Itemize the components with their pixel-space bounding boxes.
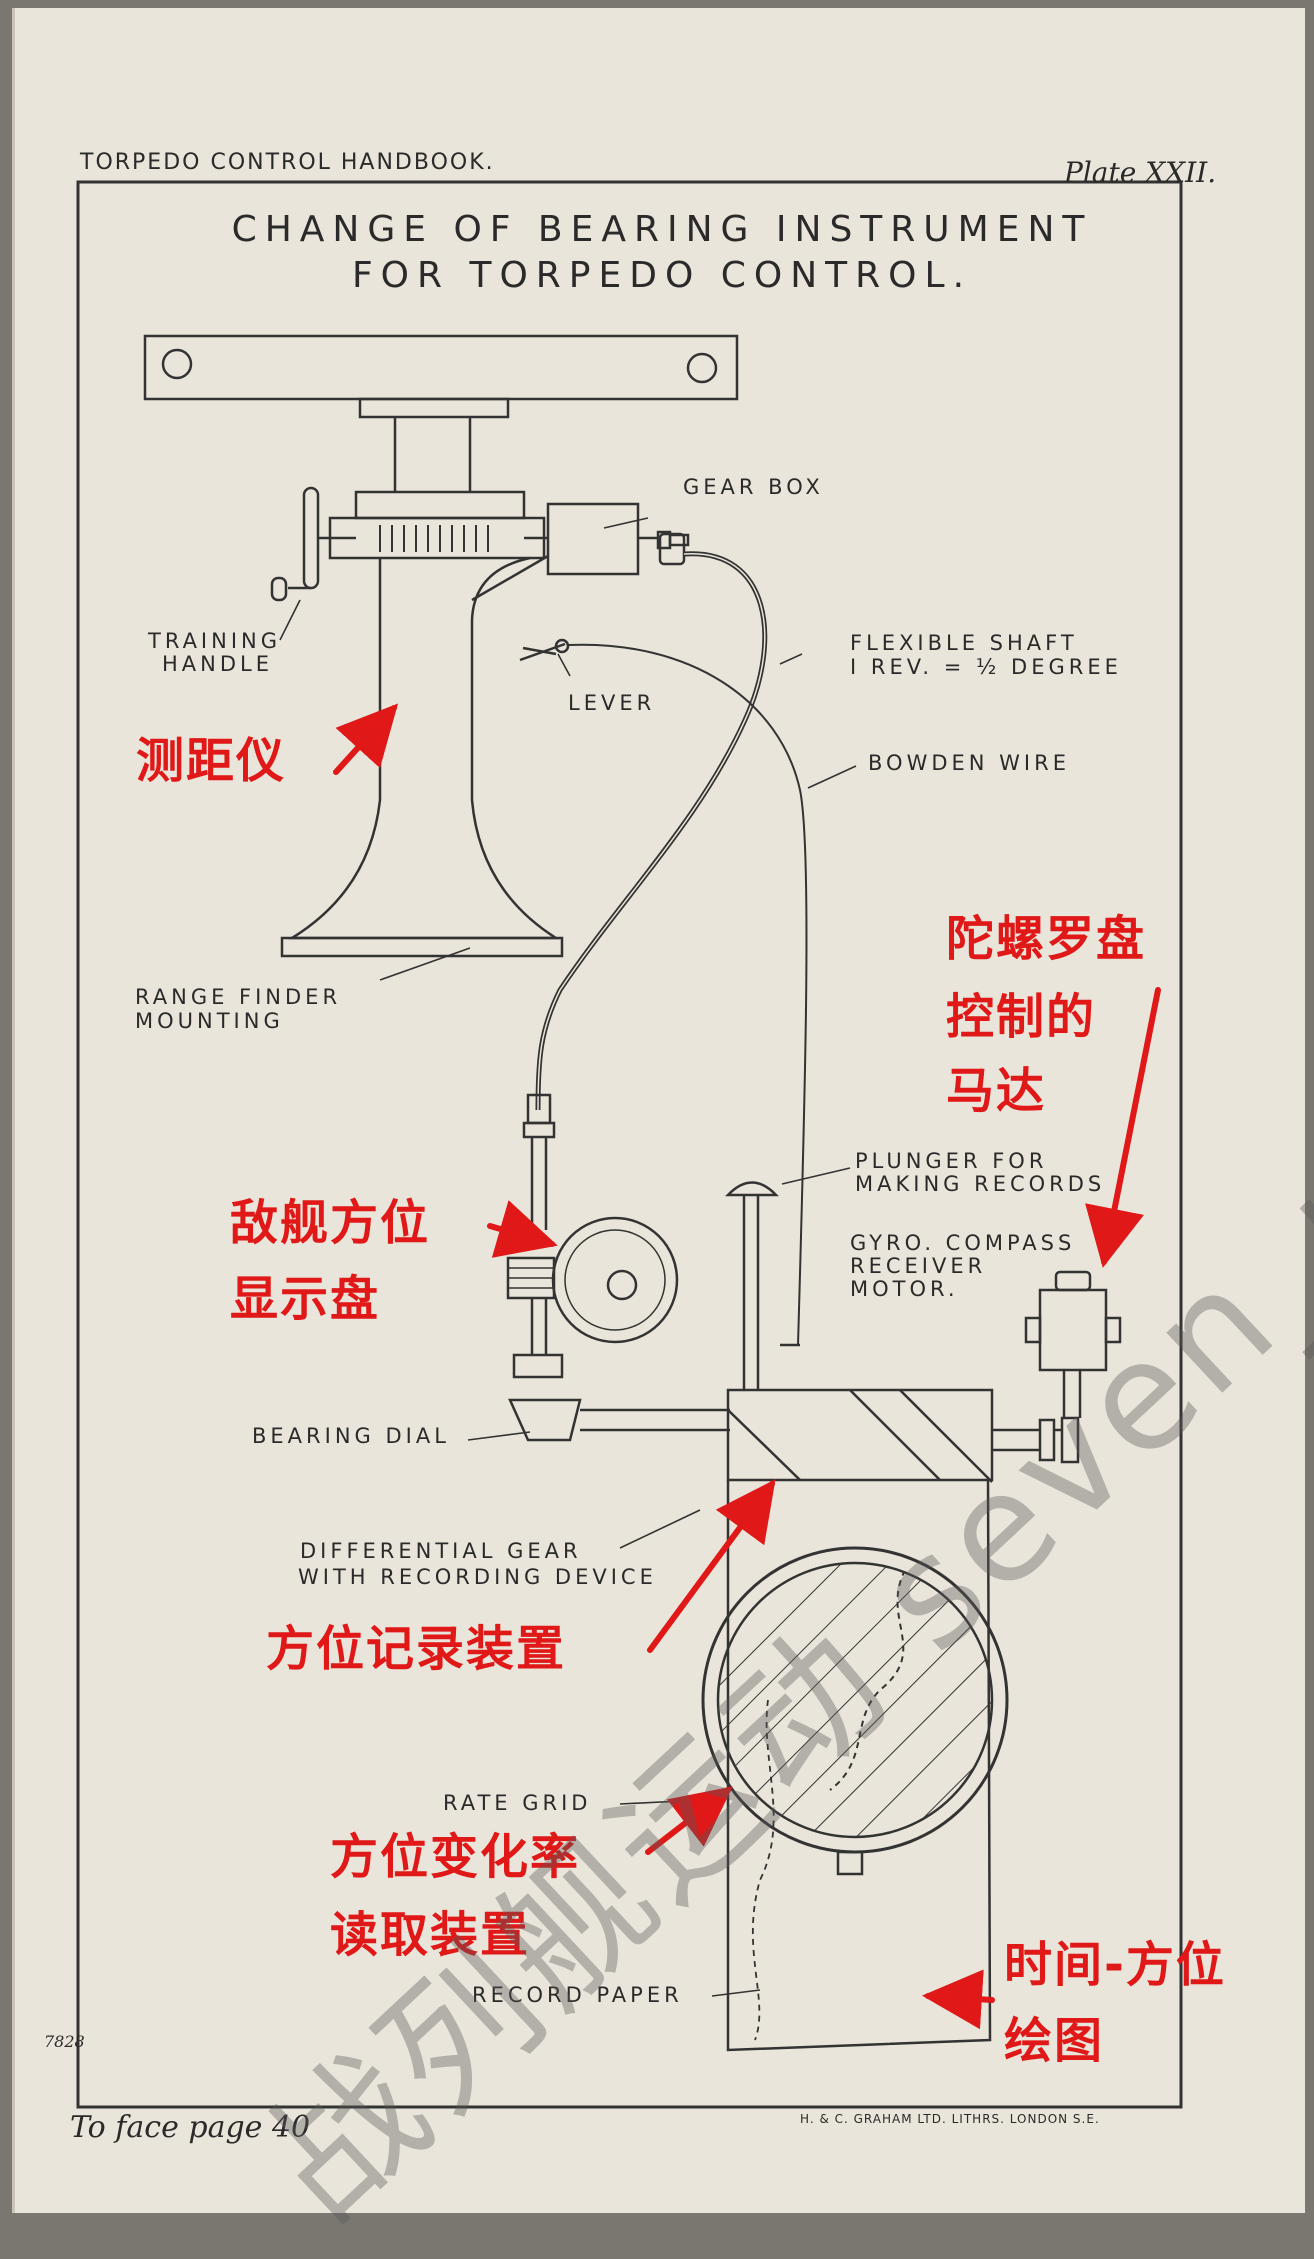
- annotation-rate-reader-2: 读取装置: [330, 1907, 531, 1963]
- arrow-time-bearing: [922, 1969, 995, 2030]
- label-differential-1: DIFFERENTIAL GEAR: [300, 1539, 582, 1563]
- arrow-gyro: [1085, 987, 1161, 1268]
- mounting-base: [280, 936, 564, 958]
- title-line-1: CHANGE OF BEARING INSTRUMENT: [231, 209, 1093, 250]
- label-bowden-wire: BOWDEN WIRE: [868, 751, 1070, 775]
- differential-gear: [726, 1388, 994, 1482]
- arrow-rangefinder: [333, 703, 399, 775]
- bearing-dial: [551, 1216, 679, 1344]
- arrow-bearing-dial: [487, 1200, 558, 1258]
- label-training-handle-1: TRAINING: [148, 629, 282, 653]
- annotation-rate-reader-1: 方位变化率: [330, 1829, 581, 1885]
- plate-number-title: Plate XXII.: [1064, 156, 1217, 189]
- annotation-time-bearing-2: 绘图: [1004, 2013, 1105, 2069]
- crossbar: [143, 334, 739, 401]
- annotation-gyro-3: 马达: [946, 1063, 1047, 1119]
- label-training-handle-2: HANDLE: [162, 652, 274, 676]
- annotation-rangefinder: 测距仪: [136, 733, 287, 789]
- label-gyro-2: RECEIVER: [850, 1254, 987, 1278]
- label-gyro-1: GYRO. COMPASS: [850, 1231, 1076, 1255]
- arrow-rate-grid: [645, 1786, 733, 1855]
- label-flexible-shaft-2: I REV. = ½ DEGREE: [850, 655, 1122, 679]
- gear-box: [546, 502, 640, 576]
- label-gear-box: GEAR BOX: [683, 475, 824, 499]
- footer-plate-number: 7828: [44, 2032, 85, 2051]
- label-range-finder-2: MOUNTING: [135, 1009, 284, 1033]
- label-record-paper: RECORD PAPER: [472, 1983, 683, 2007]
- annotation-gyro-2: 控制的: [946, 989, 1097, 1045]
- label-flexible-shaft-1: FLEXIBLE SHAFT: [850, 631, 1078, 655]
- annotation-bearing-recorder: 方位记录装置: [266, 1621, 567, 1677]
- plate-border: [76, 180, 1183, 2109]
- title-line-2: FOR TORPEDO CONTROL.: [351, 255, 973, 296]
- annotation-enemy-bearing-1: 敌舰方位: [230, 1195, 431, 1251]
- label-bearing-dial: BEARING DIAL: [252, 1424, 450, 1448]
- record-paper: [726, 1479, 992, 2052]
- bowden-wire: [567, 643, 808, 1346]
- flexible-shaft: [535, 551, 768, 1111]
- footer-printer: H. & C. GRAHAM LTD. LITHRS. LONDON S.E.: [800, 2112, 1100, 2126]
- annotation-enemy-bearing-2: 显示盘: [230, 1271, 381, 1327]
- mounting-body: [287, 556, 561, 940]
- label-lever: LEVER: [568, 691, 656, 715]
- label-plunger-2: MAKING RECORDS: [855, 1172, 1106, 1196]
- annotation-time-bearing-1: 时间-方位: [1004, 1937, 1226, 1993]
- footer-face-page: To face page 40: [70, 2110, 311, 2145]
- label-gyro-3: MOTOR.: [850, 1277, 959, 1301]
- book-title: TORPEDO CONTROL HANDBOOK.: [80, 150, 495, 175]
- label-range-finder-1: RANGE FINDER: [135, 985, 342, 1009]
- plunger: [725, 1181, 779, 1197]
- label-plunger-1: PLUNGER FOR: [855, 1149, 1048, 1173]
- arrow-recorder: [647, 1479, 776, 1653]
- label-rate-grid: RATE GRID: [443, 1791, 592, 1815]
- label-differential-2: WITH RECORDING DEVICE: [298, 1565, 657, 1589]
- annotation-gyro-1: 陀螺罗盘: [946, 911, 1147, 967]
